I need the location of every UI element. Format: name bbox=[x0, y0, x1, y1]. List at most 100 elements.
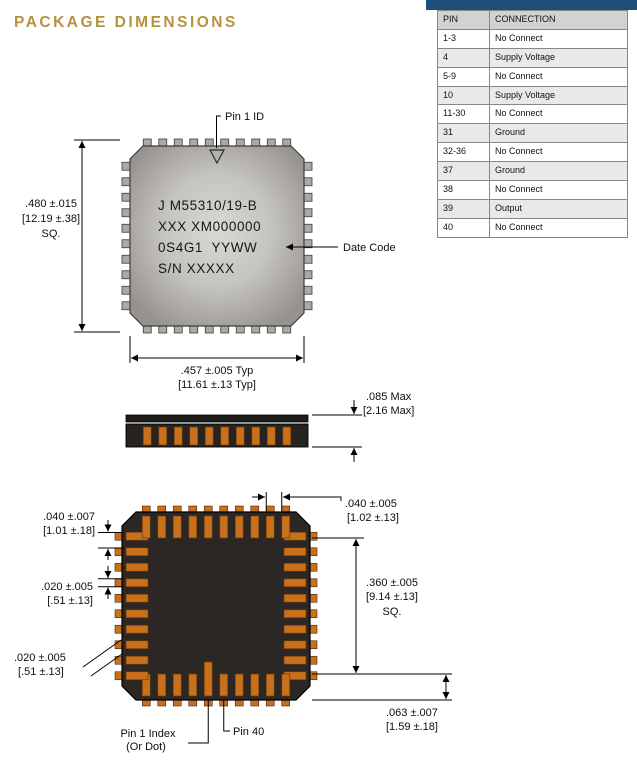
page-title: PACKAGE DIMENSIONS bbox=[14, 14, 238, 31]
tooth bbox=[121, 270, 131, 280]
left-pad bbox=[125, 593, 149, 603]
bottom-view-pads bbox=[125, 515, 307, 697]
dim-inner-span-mm: [9.14 ±.13] bbox=[366, 591, 418, 603]
tooth bbox=[303, 161, 313, 171]
right-pad bbox=[283, 578, 307, 588]
left-pad bbox=[125, 578, 149, 588]
right-pad bbox=[283, 593, 307, 603]
dim-height-in: .085 Max bbox=[366, 391, 412, 403]
dim-edge-pad-mm: [1.01 ±.18] bbox=[43, 525, 95, 537]
chip-marking-line1: J M55310/19-B bbox=[158, 198, 257, 213]
left-pad bbox=[125, 624, 149, 634]
dim-corner-in: .063 ±.007 bbox=[386, 707, 438, 719]
pin40-leader-line bbox=[223, 700, 230, 732]
tooth bbox=[303, 177, 313, 187]
dim-package-size-sq: SQ. bbox=[42, 228, 61, 240]
chip-marking-line3: 0S4G1 YYWW bbox=[158, 240, 257, 255]
connection-cell: Output bbox=[489, 198, 628, 219]
tooth bbox=[303, 192, 313, 202]
connection-cell: No Connect bbox=[489, 217, 628, 238]
bottom-view-drawing: .040 ±.005 [1.02 ±.13] .040 ±.007 [1.01 … bbox=[14, 492, 452, 753]
side-pad bbox=[142, 426, 152, 446]
pin1-index-leader-line bbox=[188, 700, 209, 744]
chip-marking-line2: XXX XM000000 bbox=[158, 219, 261, 234]
pin1-index-label: Pin 1 Index bbox=[120, 728, 176, 740]
tooth bbox=[121, 301, 131, 311]
pin1-index-label2: (Or Dot) bbox=[126, 741, 166, 753]
top-pad bbox=[250, 515, 260, 539]
dim-pad-pitch-in: .040 ±.005 bbox=[345, 498, 397, 510]
side-pad bbox=[282, 426, 292, 446]
pin1-id-leader-line bbox=[216, 115, 221, 148]
top-pad bbox=[203, 515, 213, 539]
right-pad bbox=[283, 562, 307, 572]
top-pad bbox=[265, 515, 275, 539]
top-pad bbox=[141, 515, 151, 539]
top-pad bbox=[157, 515, 167, 539]
pin1-id-label: Pin 1 ID bbox=[225, 111, 264, 123]
chip-marking-line4: S/N XXXXX bbox=[158, 261, 235, 276]
tooth bbox=[121, 161, 131, 171]
bottom-pad bbox=[281, 673, 291, 697]
dim-corner-mm: [1.59 ±.18] bbox=[386, 721, 438, 733]
top-pad bbox=[281, 515, 291, 539]
bottom-pad bbox=[265, 673, 275, 697]
side-pad bbox=[173, 426, 183, 446]
bottom-pad bbox=[172, 673, 182, 697]
top-pad bbox=[172, 515, 182, 539]
dim-pad-width2-in: .020 ±.005 bbox=[14, 652, 66, 664]
left-pad bbox=[125, 547, 149, 557]
tooth bbox=[121, 177, 131, 187]
right-pad bbox=[283, 640, 307, 650]
dim-pad-width-in: .020 ±.005 bbox=[41, 581, 93, 593]
left-pad bbox=[125, 640, 149, 650]
tooth bbox=[303, 301, 313, 311]
side-view-drawing: .085 Max [2.16 Max] bbox=[125, 391, 414, 462]
extension-line bbox=[82, 639, 122, 668]
pin-cell: 37 bbox=[437, 161, 490, 182]
pin40-label: Pin 40 bbox=[233, 726, 264, 738]
top-pad bbox=[219, 515, 229, 539]
dim-height-mm: [2.16 Max] bbox=[363, 405, 414, 417]
left-pad bbox=[125, 562, 149, 572]
header-accent-bar bbox=[426, 0, 637, 10]
dim-pad-width2-mm: [.51 ±.13] bbox=[18, 666, 64, 678]
side-pad bbox=[189, 426, 199, 446]
side-pad bbox=[235, 426, 245, 446]
dim-inner-span-in: .360 ±.005 bbox=[366, 577, 418, 589]
bottom-pad bbox=[157, 673, 167, 697]
side-pad bbox=[220, 426, 230, 446]
bottom-pad bbox=[234, 673, 244, 697]
dim-package-size-mm: [12.19 ±.38] bbox=[22, 213, 80, 225]
pin1-id-triangle-icon bbox=[208, 149, 226, 165]
tooth bbox=[303, 223, 313, 233]
bottom-pad bbox=[219, 673, 229, 697]
package-body-bottom bbox=[121, 511, 311, 701]
connection-cell: Supply Voltage bbox=[489, 85, 628, 106]
tooth bbox=[121, 285, 131, 295]
tooth bbox=[121, 192, 131, 202]
connection-column-header: CONNECTION bbox=[489, 10, 628, 30]
side-pad bbox=[266, 426, 276, 446]
tooth bbox=[303, 254, 313, 264]
dim-package-size-in: .480 ±.015 bbox=[25, 198, 77, 210]
dim-body-width-mm: [11.61 ±.13 Typ] bbox=[178, 379, 256, 391]
pin1-index-pad bbox=[203, 661, 213, 697]
top-pad bbox=[188, 515, 198, 539]
tooth bbox=[303, 208, 313, 218]
extension-line bbox=[90, 653, 123, 677]
bottom-pad bbox=[250, 673, 260, 697]
tooth bbox=[303, 285, 313, 295]
bottom-pad bbox=[188, 673, 198, 697]
tooth bbox=[121, 208, 131, 218]
side-view-body bbox=[125, 423, 309, 448]
side-view-lid bbox=[125, 414, 309, 423]
table-header-row: PIN CONNECTION bbox=[437, 10, 628, 30]
